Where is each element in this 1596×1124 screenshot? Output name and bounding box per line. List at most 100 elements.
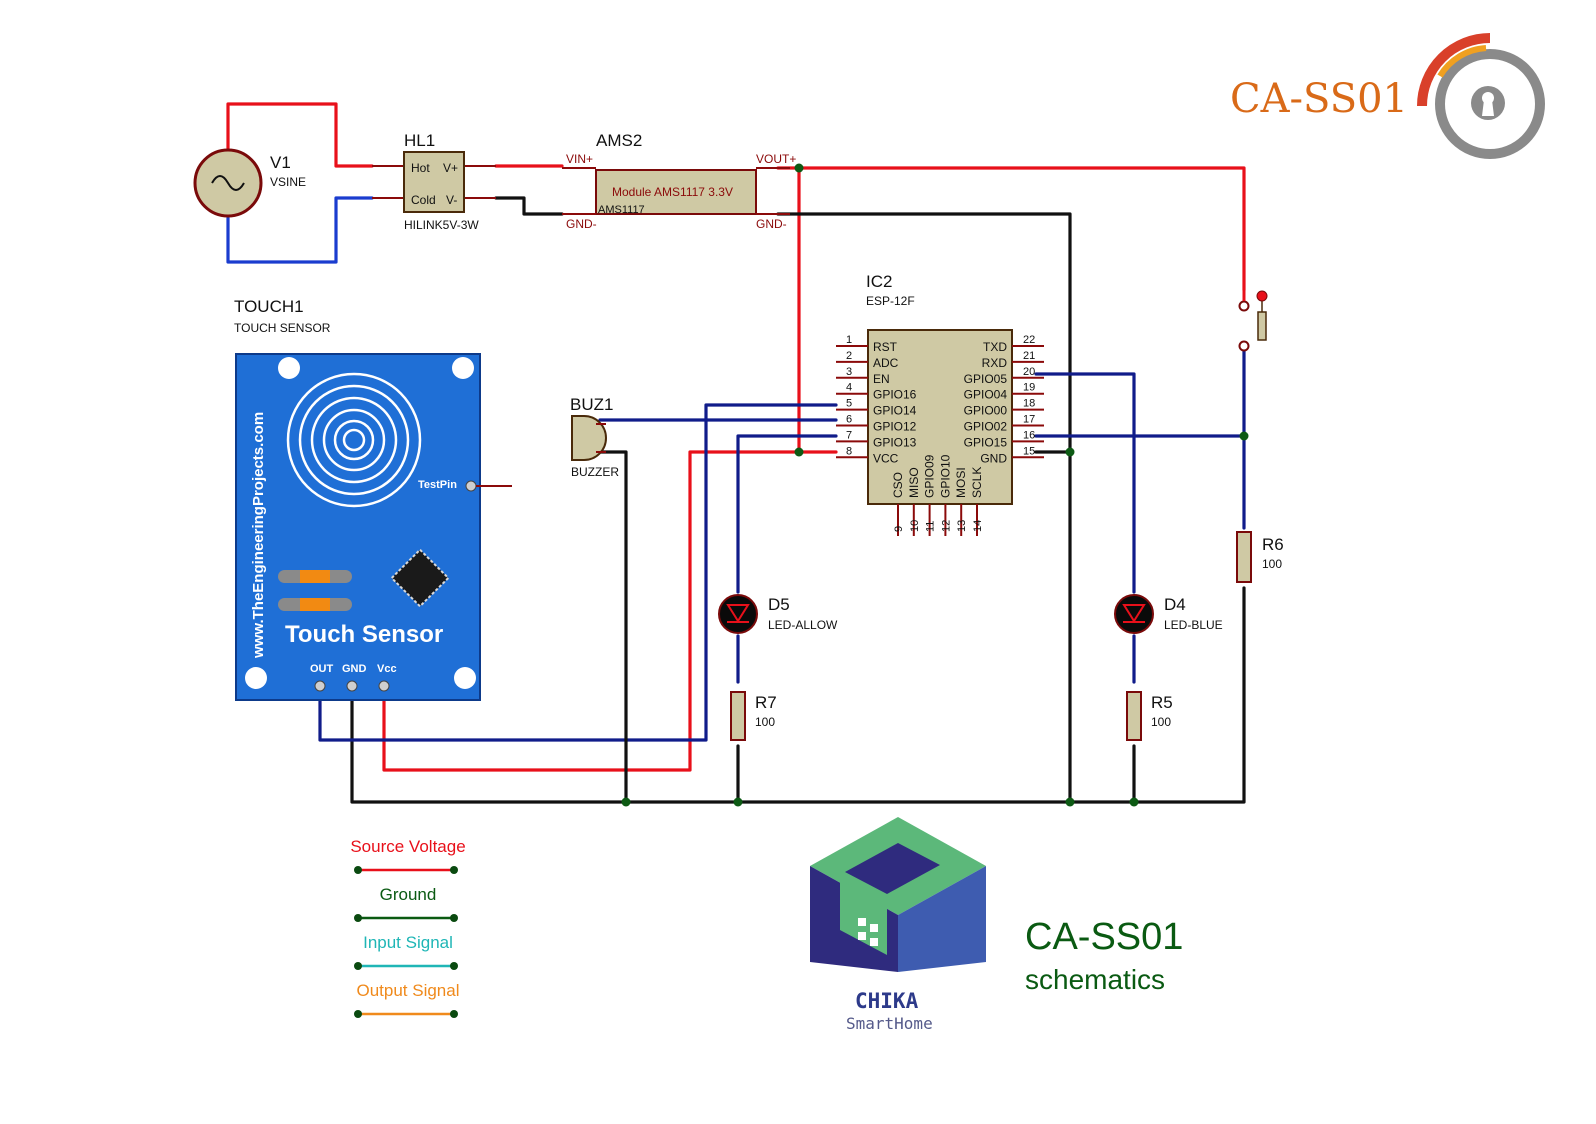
hl1-ref: HL1 <box>404 131 435 150</box>
legend-label: Ground <box>380 885 437 904</box>
ic2-pin-name: RST <box>873 340 898 354</box>
ic2-pin-number: 10 <box>909 520 921 532</box>
touch1-pin-out: OUT <box>310 663 334 675</box>
ic2-pin-number: 20 <box>1023 366 1035 378</box>
ic2-pin-name: GPIO04 <box>964 388 1008 402</box>
hl1-pin-hot: Hot <box>411 161 430 175</box>
ams2-gnd-left: GND- <box>566 217 597 231</box>
ic2-pin-name: GPIO14 <box>873 404 917 418</box>
legend-dot <box>450 1010 458 1018</box>
ic2-pin-name: GPIO15 <box>964 435 1008 449</box>
ic2-pin-number: 12 <box>940 520 952 532</box>
ic2-pin-name: GPIO16 <box>873 388 917 402</box>
touch1-title: Touch Sensor <box>285 621 443 648</box>
ic2-pin-number: 18 <box>1023 398 1035 410</box>
hl1-module: HL1 Hot V+ Cold V- HILINK5V-3W <box>372 131 496 232</box>
chika-logo: CHIKA SmartHome <box>810 817 986 1033</box>
wire-gpio05-d4 <box>1034 372 1136 594</box>
r6-resistor: R6 100 <box>1236 531 1284 583</box>
legend-dot <box>354 866 362 874</box>
touch1-pin-gnd: GND <box>342 663 367 675</box>
wire-5v-gnd <box>494 196 564 216</box>
legend-dot <box>450 914 458 922</box>
ic2-pin-number: 22 <box>1023 334 1035 346</box>
v1-type: VSINE <box>270 175 306 189</box>
ic2-type: ESP-12F <box>866 294 915 308</box>
hl1-pin-vplus: V+ <box>443 161 458 175</box>
buz1-buzzer: BUZ1 BUZZER <box>570 395 619 479</box>
hl1-type: HILINK5V-3W <box>404 218 479 232</box>
buz1-type: BUZZER <box>571 465 619 479</box>
v1-ref: V1 <box>270 153 291 172</box>
d5-ref: D5 <box>768 595 790 614</box>
wire-mains-cold <box>226 196 374 264</box>
ic2-pin-number: 17 <box>1023 414 1035 426</box>
touch1-type: TOUCH SENSOR <box>234 321 331 335</box>
header-brand: CA-SS01 <box>1230 33 1545 159</box>
ic2-pin-name: GND <box>980 451 1007 465</box>
touch1-website: www.TheEngineeringProjects.com <box>250 412 267 659</box>
r7-resistor: R7 100 <box>730 691 777 741</box>
d4-type: LED-BLUE <box>1164 618 1223 632</box>
ic2-ref: IC2 <box>866 272 892 291</box>
logo-sub: SmartHome <box>846 1014 933 1033</box>
ic2-pin-number: 1 <box>846 334 852 346</box>
d4-ref: D4 <box>1164 595 1186 614</box>
ams2-gnd-right: GND- <box>756 217 787 231</box>
ic2-pin-name: GPIO09 <box>923 454 937 498</box>
legend-dot <box>354 914 362 922</box>
ic2-pin-name: CSO <box>891 472 905 498</box>
legend-dot <box>450 866 458 874</box>
touch1-ref: TOUCH1 <box>234 297 304 316</box>
legend-label: Output Signal <box>356 981 459 1000</box>
junctions <box>621 163 1249 807</box>
ams2-body: Module AMS1117 3.3V <box>612 185 733 199</box>
wire-gpio13-d5 <box>736 434 838 594</box>
ic2-pin-name: SCLK <box>970 467 984 498</box>
legend-label: Input Signal <box>363 933 453 952</box>
ic2-pin-number: 11 <box>925 521 937 532</box>
touch-pad-icon <box>286 372 422 508</box>
ic2-pin-number: 9 <box>893 526 905 532</box>
touch1-testpin: TestPin <box>418 479 457 491</box>
wire-3v3-vcc <box>797 166 838 454</box>
ams2-ref: AMS2 <box>596 131 642 150</box>
ic2-pin-name: GPIO10 <box>938 454 952 498</box>
hl1-pin-cold: Cold <box>411 193 436 207</box>
wire-ground-bus <box>350 586 1246 804</box>
ic2-pin-name: EN <box>873 372 890 386</box>
push-button <box>1238 290 1268 352</box>
ic2-pin-name: TXD <box>983 340 1007 354</box>
ic2-pin-name: MOSI <box>954 467 968 498</box>
lock-logo-icon <box>1417 33 1545 159</box>
touch1-pin-vcc: Vcc <box>377 663 397 675</box>
r7-value: 100 <box>755 715 775 729</box>
ic2-pin-number: 4 <box>846 382 852 394</box>
ic2-pin-number: 15 <box>1023 445 1035 457</box>
buz1-ref: BUZ1 <box>570 395 613 414</box>
ams2-sub: AMS1117 <box>598 204 645 216</box>
r7-ref: R7 <box>755 693 777 712</box>
header-title: CA-SS01 <box>1230 76 1408 122</box>
ams2-vout: VOUT+ <box>756 152 796 166</box>
footer-title: CA-SS01 <box>1025 916 1183 958</box>
ic2-pin-number: 2 <box>846 350 852 362</box>
ic2-pin-name: GPIO13 <box>873 435 917 449</box>
ic2-pin-number: 5 <box>846 398 852 410</box>
ic2-pin-number: 14 <box>972 520 984 532</box>
r5-resistor: R5 100 <box>1126 691 1173 741</box>
r6-ref: R6 <box>1262 535 1284 554</box>
d5-type: LED-ALLOW <box>768 618 838 632</box>
r5-value: 100 <box>1151 715 1171 729</box>
wire-buzzer-gnd <box>598 450 628 804</box>
logo-name: CHIKA <box>855 989 919 1013</box>
ic2-pin-number: 3 <box>846 366 852 378</box>
v1-source: V1 VSINE <box>193 148 306 218</box>
ic2-pin-name: VCC <box>873 451 899 465</box>
legend-dot <box>354 962 362 970</box>
ic2-pin-name: ADC <box>873 356 899 370</box>
r6-value: 100 <box>1262 557 1282 571</box>
ic2-pin-name: GPIO02 <box>964 420 1008 434</box>
